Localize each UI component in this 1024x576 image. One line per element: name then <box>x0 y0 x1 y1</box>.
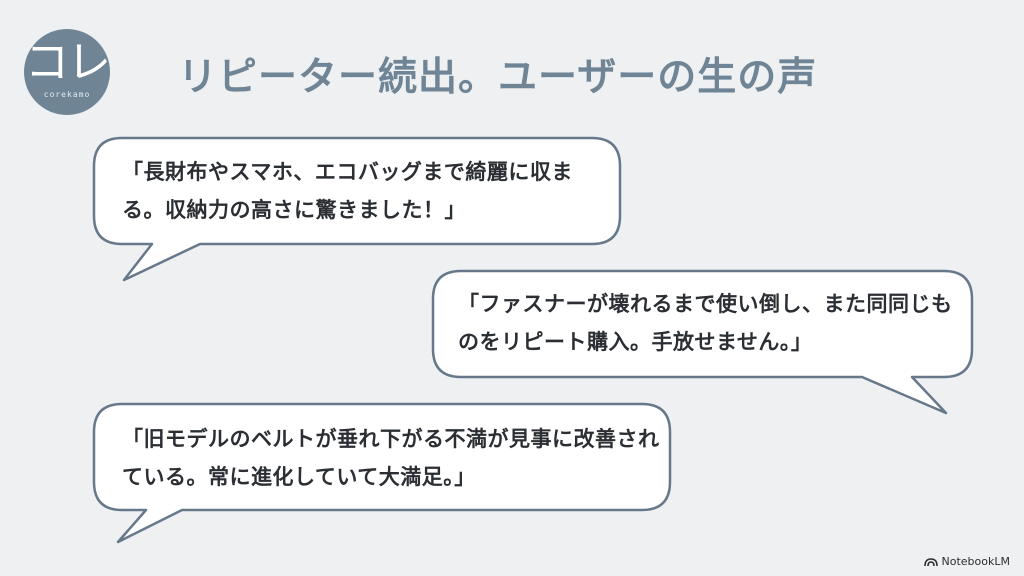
logo-subtext: corekamo <box>43 90 91 99</box>
logo-text: コレ <box>25 37 111 88</box>
corekamo-logo: コレ corekamo <box>24 29 111 115</box>
user-quote-1: 「長財布やスマホ、エコバッグまで綺麗に収まる。収納力の高さに驚きました！」 <box>122 160 573 222</box>
page-title: リピーター続出。ユーザーの生の声 <box>178 55 818 100</box>
user-quote-2: 「ファスナーが壊れるまで使い倒し、また同同じものをリピート購入。手放せません。」 <box>458 292 953 354</box>
speech-bubble-2 <box>431 269 974 415</box>
notebooklm-watermark: NotebookLM <box>923 555 1010 568</box>
footer-brand: NotebookLM <box>941 555 1010 568</box>
speech-bubble-1 <box>92 136 622 282</box>
notebooklm-icon <box>923 557 938 566</box>
speech-bubble-3 <box>92 402 672 544</box>
user-quote-3: 「旧モデルのベルトが垂れ下がる不満が見事に改善されている。常に進化していて大満足… <box>122 427 660 489</box>
